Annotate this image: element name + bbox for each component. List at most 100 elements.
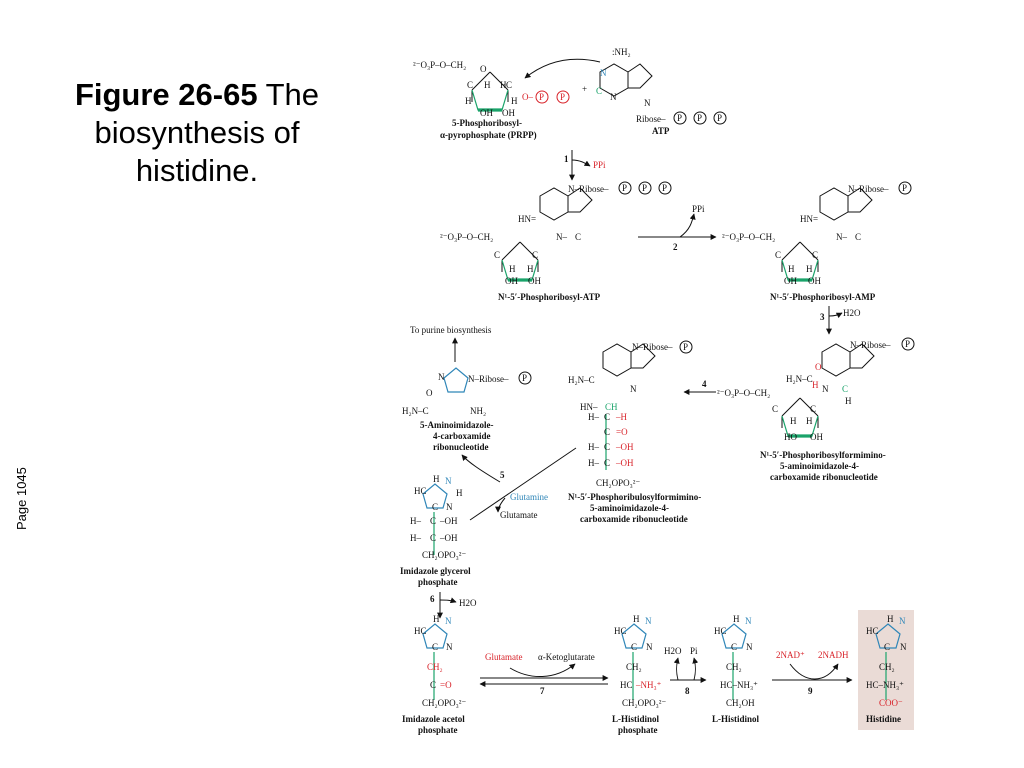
svg-text:HC–NH₃⁺: HC–NH₃⁺ [720, 680, 758, 690]
aicar-label-3: ribonucleotide [433, 442, 489, 452]
svg-text:–OH: –OH [439, 516, 458, 526]
svg-text:C: C [855, 232, 861, 242]
prpp-label-2: α-pyrophosphate (PRPP) [440, 130, 537, 140]
svg-text:CH₂: CH₂ [626, 662, 642, 672]
step-9-label: 9 [808, 686, 813, 696]
prufar-structure: N–Ribose– P H₂N–C N HN–CH H–C–H C=O H–C–… [568, 340, 701, 524]
svg-text:H: H [812, 380, 819, 390]
pr-atp-label: N¹-5′-Phosphoribosyl-ATP [498, 292, 601, 302]
glutamate-label-7: Glutamate [485, 652, 523, 662]
svg-text:Ribose–: Ribose– [636, 114, 666, 124]
svg-text:N: N [644, 98, 651, 108]
svg-text:N–Ribose–: N–Ribose– [848, 184, 889, 194]
step-5-line [469, 447, 577, 521]
svg-text:–OH: –OH [615, 442, 634, 452]
svg-text:C: C [775, 250, 781, 260]
svg-text:–OH: –OH [615, 458, 634, 468]
attack-arrow [524, 58, 601, 79]
ppi-release-1: PPi [593, 160, 606, 170]
svg-text:C: C [494, 250, 500, 260]
svg-text:N: N [645, 616, 652, 626]
aicar-label-2: 4-carboxamide [433, 431, 491, 441]
svg-text:C: C [884, 642, 890, 652]
svg-text:P: P [642, 183, 647, 193]
h2o-step-3: H2O [843, 308, 861, 318]
svg-text:H: H [484, 80, 491, 90]
step-4-label: 4 [702, 379, 707, 389]
svg-text:H: H [509, 264, 516, 274]
svg-text:C: C [432, 502, 438, 512]
figure-number: Figure 26-65 [74, 77, 258, 112]
svg-text:–NH₃⁺: –NH₃⁺ [635, 680, 662, 690]
nad-label: 2NAD⁺ [776, 650, 805, 660]
svg-text:H: H [806, 264, 813, 274]
aicar-label: 5-Aminoimidazole- [420, 420, 494, 430]
svg-text:P: P [683, 342, 688, 352]
svg-text:H: H [433, 614, 440, 624]
svg-text:HC: HC [614, 626, 627, 636]
svg-text:H–: H– [410, 516, 421, 526]
svg-text:CH₂: CH₂ [427, 662, 443, 672]
hisp-label-2: phosphate [618, 725, 658, 735]
pi-label: Pi [690, 646, 698, 656]
svg-text:H: H [845, 396, 852, 406]
svg-text:CH₂OPO₃²⁻: CH₂OPO₃²⁻ [596, 478, 640, 488]
svg-text:OH: OH [480, 108, 493, 118]
svg-text:=O: =O [440, 680, 452, 690]
h2o-step-8: H2O [664, 646, 682, 656]
svg-text:H: H [733, 614, 740, 624]
step-1-label: 1 [564, 154, 569, 164]
svg-text:HN=: HN= [518, 214, 536, 224]
prufar-label-2: 5-aminoimidazole-4- [590, 503, 669, 513]
svg-text:H–: H– [588, 412, 599, 422]
svg-text:H: H [500, 80, 507, 90]
svg-text:O: O [815, 362, 822, 372]
step-5-label: 5 [500, 470, 505, 480]
svg-text:H: H [790, 416, 797, 426]
svg-text:H: H [527, 264, 534, 274]
svg-text:C: C [631, 642, 637, 652]
svg-text:N–Ribose–: N–Ribose– [468, 374, 509, 384]
svg-text:OH: OH [784, 276, 797, 286]
svg-text:N–: N– [556, 232, 567, 242]
svg-text:²⁻O₃P–O–CH₂: ²⁻O₃P–O–CH₂ [722, 232, 775, 242]
svg-text::NH₂: :NH₂ [612, 47, 631, 57]
svg-text:C: C [575, 232, 581, 242]
aicar-structure: To purine biosynthesis N–Ribose– P N NH₂… [402, 325, 532, 452]
svg-text:CH₂OPO₃²⁻: CH₂OPO₃²⁻ [622, 698, 666, 708]
svg-text:C: C [731, 642, 737, 652]
svg-text:CH₂OPO₃²⁻: CH₂OPO₃²⁻ [422, 550, 466, 560]
igp-label-2: phosphate [418, 577, 458, 587]
svg-text:HC: HC [414, 626, 427, 636]
svg-text:C: C [430, 516, 436, 526]
svg-text:HC–NH₃⁺: HC–NH₃⁺ [866, 680, 904, 690]
svg-text:HC: HC [866, 626, 879, 636]
atp-label: ATP [652, 126, 670, 136]
svg-text:N–Ribose–: N–Ribose– [632, 342, 673, 352]
svg-text:C: C [812, 250, 818, 260]
h2o-step-6: H2O [459, 598, 477, 608]
svg-text:N–: N– [836, 232, 847, 242]
svg-text:CH₂: CH₂ [726, 662, 742, 672]
svg-text:OH: OH [808, 276, 821, 286]
pr-amp-label: N¹-5′-Phosphoribosyl-AMP [770, 292, 876, 302]
svg-text:C: C [467, 80, 473, 90]
svg-text:P: P [677, 113, 682, 123]
svg-text:HN=: HN= [800, 214, 818, 224]
svg-text:O: O [426, 388, 433, 398]
igp-label: Imidazole glycerol [400, 566, 471, 576]
svg-text:HC: HC [714, 626, 727, 636]
svg-text:=O: =O [616, 427, 628, 437]
atp-structure: :NH₂ N C N N Ribose– P P P ATP [596, 47, 727, 136]
step-2-label: 2 [673, 242, 678, 252]
svg-text:O–: O– [522, 92, 533, 102]
svg-text:N: N [630, 384, 637, 394]
prufar-label-3: carboxamide ribonucleotide [580, 514, 688, 524]
svg-text:C: C [432, 642, 438, 652]
svg-text:H: H [433, 474, 440, 484]
